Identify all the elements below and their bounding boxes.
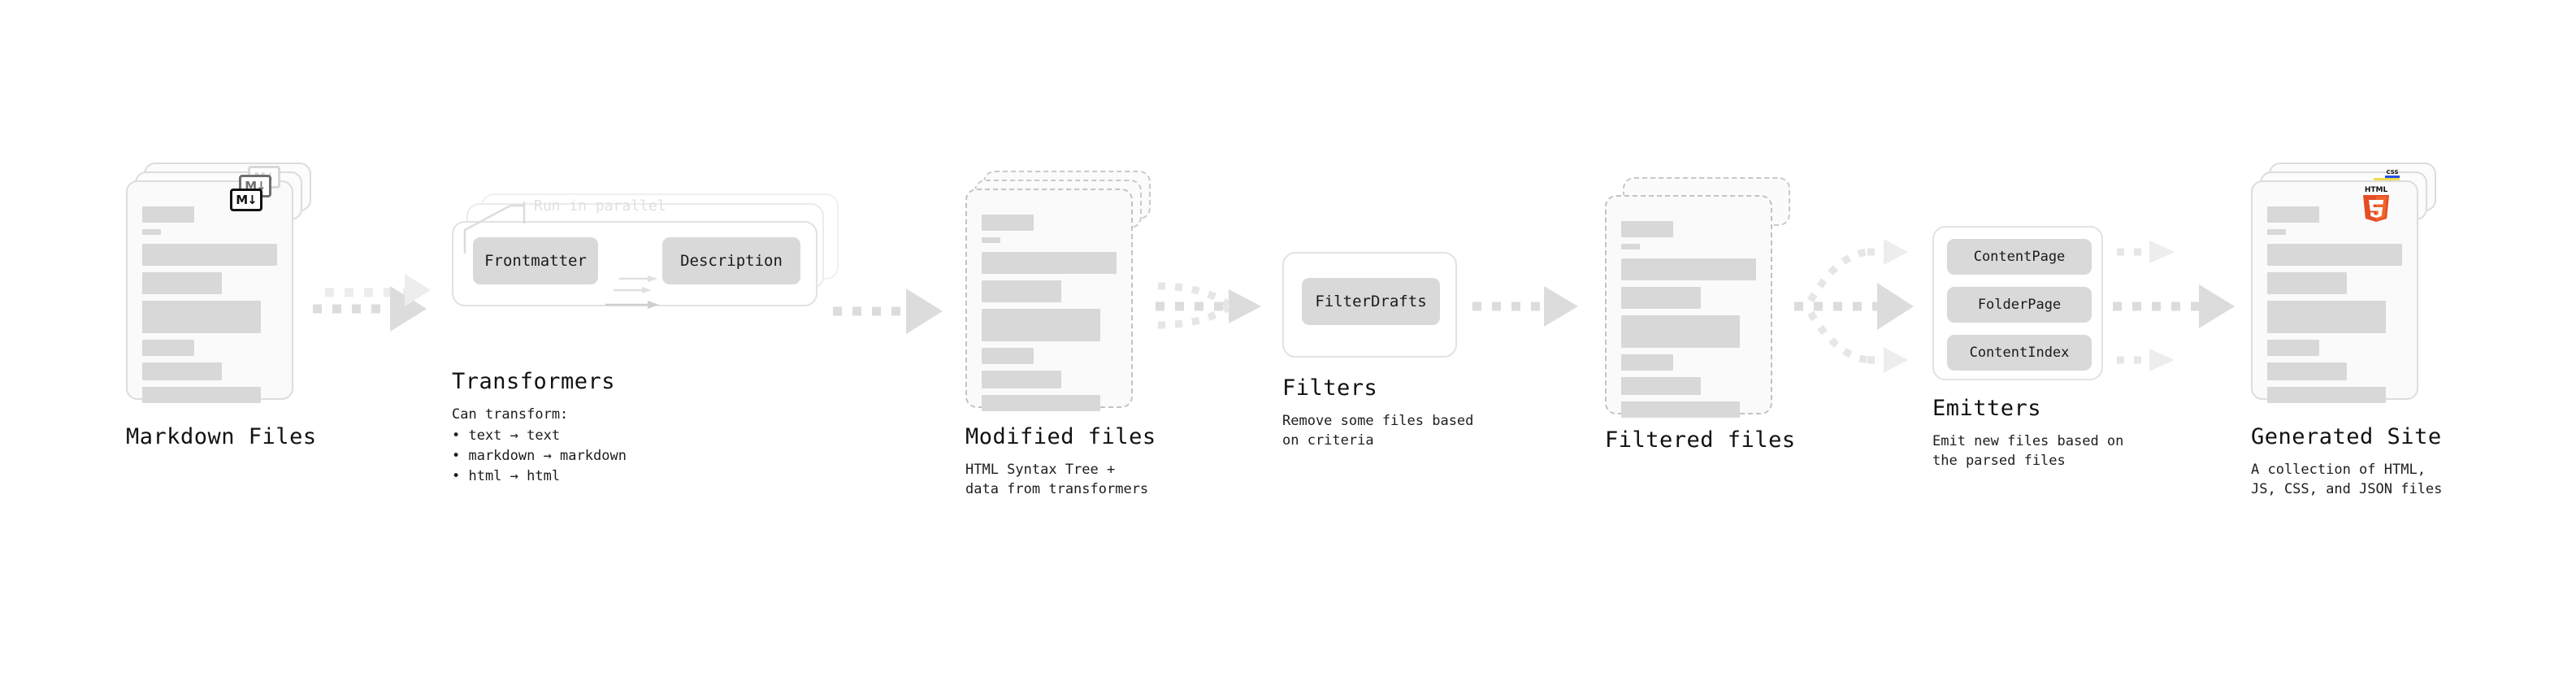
content-bar [2267,229,2286,235]
list-item: • markdown → markdown [452,447,627,464]
chip-label: Frontmatter [484,252,587,270]
content-bar [982,348,1034,364]
content-bar [982,252,1117,274]
caption-modified-files: Modified files HTML Syntax Tree + data f… [965,425,1156,500]
content-bar [142,244,277,266]
html5-wordmark: HTML [2365,186,2388,194]
css3-icon-svg: CSS [2385,169,2400,178]
stage-title: Markdown Files [126,424,317,449]
content-bar [982,309,1100,341]
filtered-file-stack [1605,177,1790,418]
stage-subtitle: HTML Syntax Tree + data from transformer… [965,461,1149,498]
filtered-file-card [1605,195,1772,418]
markdown-file-stack: M↓ M↓ M↓ [126,163,311,403]
caption-filters: Filters Remove some files based on crite… [1282,376,1473,451]
stage-subtitle: A collection of HTML, JS, CSS, and JSON … [2251,461,2443,498]
content-bar [2267,301,2386,333]
content-bar [982,237,1000,243]
stage-title: Filtered files [1605,427,1796,453]
stage-title: Transformers [452,369,616,394]
markdown-logo-icon: M↓ [230,189,262,211]
stage-title: Filters [1282,375,1378,401]
content-bar [1621,244,1640,249]
caption-generated-site: Generated Site A collection of HTML, JS,… [2251,425,2442,500]
chip-label: ContentPage [1973,249,2066,265]
content-bar [2267,244,2402,266]
content-bar [142,301,261,333]
card-content-bars [982,215,1117,411]
chip-contentpage[interactable]: ContentPage [1947,239,2092,275]
stage-subtitle: Remove some files based on criteria [1282,412,1474,449]
generated-site-file-stack: CSS HTML [2251,163,2436,403]
chip-label: FolderPage [1977,297,2062,313]
stage-subtitle: Can transform: [452,406,569,423]
content-bar [142,340,194,356]
content-bar [982,280,1061,302]
content-bar [982,395,1100,411]
content-bar [142,362,222,380]
card-content-bars [2267,206,2402,403]
content-bar [1621,221,1673,237]
content-bar [1621,258,1756,280]
arrow-transformers-to-modified [833,288,943,334]
content-bar [1621,315,1740,348]
transformer-box-front: Frontmatter Description [452,221,817,306]
arrow-filters-to-filtered [1472,286,1578,327]
content-bar [142,387,261,403]
chip-label: FilterDrafts [1315,293,1427,310]
arrow-markdown-to-transformers [313,274,431,332]
chip-frontmatter[interactable]: Frontmatter [473,237,598,284]
card-content-bars [1621,221,1756,418]
content-bar [2267,387,2386,403]
markdown-file-card [126,180,293,403]
content-bar [1621,287,1701,309]
modified-file-card [965,189,1133,411]
arrow-filtered-to-emitters [1794,239,1914,373]
content-bar [1621,354,1673,371]
chip-description[interactable]: Description [662,237,800,284]
list-item: • text → text [452,427,561,445]
caption-emitters: Emitters Emit new files based on the par… [1932,397,2123,471]
filters-box: FilterDrafts [1282,252,1457,358]
caption-filtered-files: Filtered files [1605,428,1796,453]
list-item: • html → html [452,467,561,484]
content-bar [2267,340,2319,356]
modified-file-stack [965,171,1151,411]
stage-subtitle: Emit new files based on the parsed files [1932,432,2124,470]
card-content-bars [142,206,277,403]
run-in-parallel-label: Run in parallel [534,197,666,215]
content-bar [1621,401,1740,418]
transform-capability-list: • text → text • markdown → markdown • ht… [452,426,627,486]
chip-filterdrafts[interactable]: FilterDrafts [1302,278,1440,325]
chip-label: Description [680,252,783,270]
chip-contentindex[interactable]: ContentIndex [1947,335,2092,371]
emitters-box: ContentPage FolderPage ContentIndex [1932,226,2103,380]
arrow-modified-to-filters [1156,282,1261,329]
css3-logo-icon: CSS [2383,167,2401,184]
svg-text:CSS: CSS [2386,169,2398,176]
stage-title: Emitters [1932,396,2042,421]
chip-label: ContentIndex [1969,345,2070,361]
content-bar [142,206,194,223]
content-bar [982,215,1034,231]
caption-markdown-files: Markdown Files [126,425,317,449]
content-bar [142,272,222,294]
stage-title: Modified files [965,424,1156,449]
stage-title: Generated Site [2251,424,2442,449]
generated-site-card [2251,180,2418,403]
content-bar [2267,206,2319,223]
markdown-logo-text: M↓ [236,192,257,207]
arrow-emitters-to-site [2113,241,2235,371]
html5-logo-icon: HTML [2359,184,2393,225]
html5-icon-svg: HTML [2363,186,2389,222]
content-bar [142,229,161,235]
content-bar [2267,362,2347,380]
chip-folderpage[interactable]: FolderPage [1947,287,2092,323]
content-bar [2267,272,2347,294]
content-bar [982,371,1061,388]
content-bar [1621,377,1701,395]
caption-transformers: Transformers Can transform: • text → tex… [452,370,627,486]
